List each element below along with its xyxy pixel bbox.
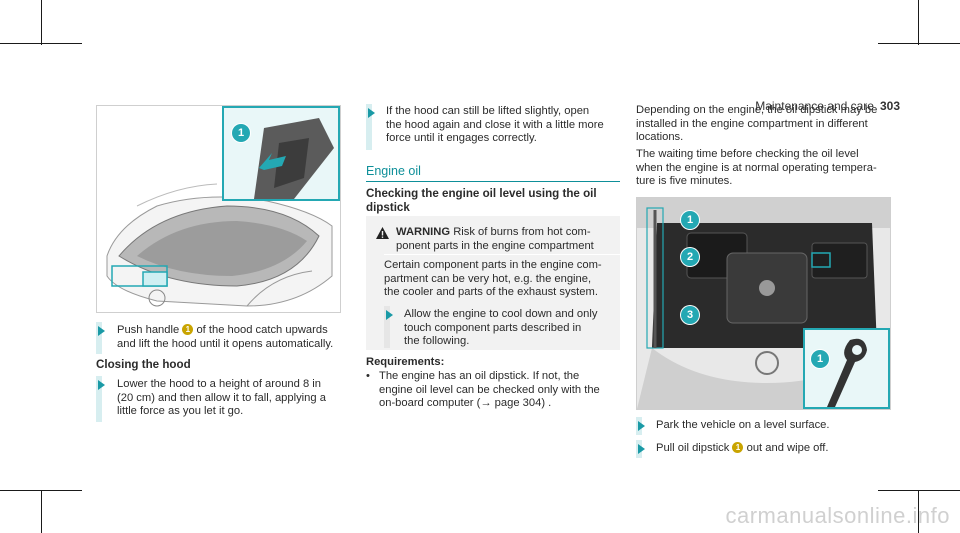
requirements-bullet: • (366, 370, 370, 382)
step-pull-dipstick: Pull oil dipstick 1 out and wipe off. (656, 442, 829, 454)
closing-hood-heading: Closing the hood (96, 358, 191, 371)
step-arrow-icon (638, 421, 645, 431)
step-bar (96, 322, 102, 354)
warning-box: WARNING Risk of burns from hot com- pone… (366, 216, 620, 350)
step-bar (96, 376, 102, 422)
step-arrow-icon (638, 444, 645, 454)
step-arrow-icon (386, 310, 393, 320)
step-push-handle: Push handle 1 of the hood catch upwards … (117, 324, 334, 350)
engine-oil-heading: Engine oil (366, 164, 421, 178)
crop-mark (918, 0, 919, 45)
warning-divider (384, 254, 620, 255)
step-relift-hood: If the hood can still be lifted slightly… (386, 105, 604, 145)
callout-1-inset: 1 (811, 350, 829, 368)
handle-detail-illustration (254, 118, 334, 199)
header-section: Maintenance and care (755, 99, 874, 113)
warning-label: WARNING (396, 226, 451, 238)
requirements-heading: Requirements: (366, 356, 445, 368)
detail-inset: 1 (222, 106, 340, 201)
crop-mark (918, 490, 919, 533)
step-arrow-icon (368, 108, 375, 118)
page-number: 303 (879, 99, 900, 113)
crop-mark (878, 490, 960, 491)
requirements-text: The engine has an oil dipstick. If not, … (379, 370, 600, 410)
waiting-time-text: The waiting time before checking the oil… (636, 148, 877, 188)
crop-mark (41, 490, 42, 533)
warning-step: Allow the engine to cool down and only t… (404, 308, 598, 348)
step-bar (384, 306, 390, 348)
dipstick-inset: 1 (803, 328, 890, 409)
warning-triangle-icon (376, 227, 389, 239)
watermark: carmanualsonline.info (725, 503, 950, 528)
dipstick-subheading: Checking the engine oil level using the … (366, 187, 597, 214)
callout-1: 1 (232, 124, 250, 142)
warning-header: WARNING Risk of burns from hot com- pone… (396, 226, 594, 252)
running-header: Maintenance and care 303 (755, 99, 900, 113)
callout-3: 3 (681, 306, 699, 324)
dipstick-intro: Depending on the engine, the oil dipstic… (636, 104, 878, 144)
step-bar (366, 104, 372, 150)
badge-1: 1 (182, 324, 194, 335)
section-rule (366, 181, 620, 182)
badge-1: 1 (732, 442, 744, 453)
callout-2: 2 (681, 248, 699, 266)
step-lower-hood: Lower the hood to a height of around 8 i… (117, 378, 326, 418)
crop-mark (41, 0, 42, 45)
step-park-vehicle: Park the vehicle on a level surface. (656, 419, 830, 431)
step-arrow-icon (98, 380, 105, 390)
figure-hood-release: 1 (96, 105, 341, 313)
warning-body: Certain component parts in the engine co… (384, 259, 602, 299)
dipstick-detail-illustration (827, 338, 867, 407)
step-arrow-icon (98, 326, 105, 336)
callout-1: 1 (681, 211, 699, 229)
crop-mark (878, 43, 960, 44)
car-hood-illustration (106, 183, 333, 307)
figure-engine-compartment: 1 1 2 3 (636, 197, 891, 410)
